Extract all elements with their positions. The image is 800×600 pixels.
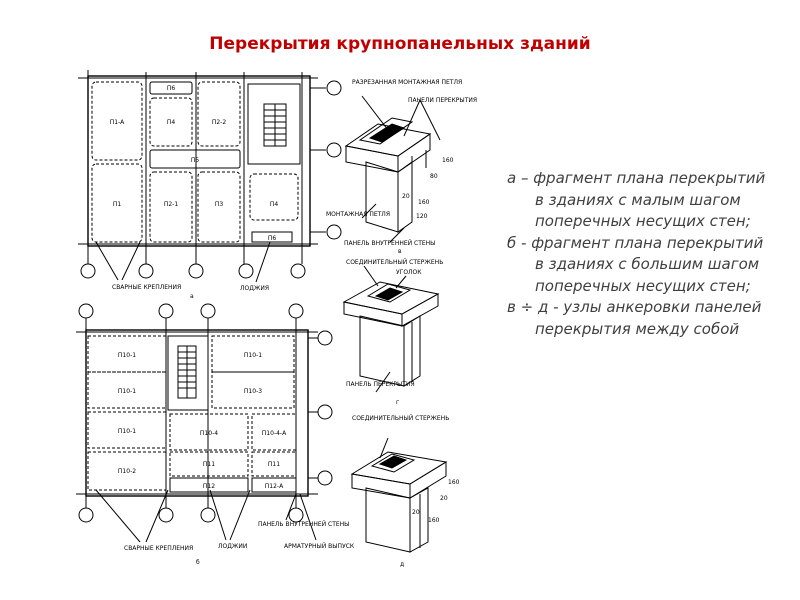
panel-label: П12-А xyxy=(265,483,284,490)
dimension: 160 xyxy=(418,199,430,206)
panel-label: П11 xyxy=(268,461,280,468)
loggia-label: ЛОДЖИЯ xyxy=(240,285,269,292)
floor-panels-label: ПАНЕЛИ ПЕРЕКРЫТИЯ xyxy=(408,97,477,104)
loggia-label: ЛОДЖИИ xyxy=(218,543,247,550)
panel-label: П12 xyxy=(203,483,215,490)
panel-label: П10-1 xyxy=(118,388,136,395)
figure-letter: в xyxy=(398,248,402,255)
rod-label: СОЕДИНИТЕЛЬНЫЙ СТЕРЖЕНЬ xyxy=(346,259,443,266)
dimension: 80 xyxy=(430,173,438,180)
panel-label: П10-4-А xyxy=(262,430,287,437)
plan-b xyxy=(76,303,333,543)
caption-a: а – фрагмент плана перекрытий в зданиях … xyxy=(507,169,766,230)
rebar-label: АРМАТУРНЫЙ ВЫПУСК xyxy=(284,543,355,550)
plan-a xyxy=(78,70,342,283)
welds-label: СВАРНЫЕ КРЕПЛЕНИЯ xyxy=(112,284,181,291)
panel-label: П10-1 xyxy=(244,352,262,359)
panel-label: П2-2 xyxy=(212,119,226,126)
rod-label: СОЕДИНИТЕЛЬНЫЙ СТЕРЖЕНЬ xyxy=(352,415,449,422)
caption-list: а – фрагмент плана перекрытий в зданиях … xyxy=(507,168,767,340)
dimension: 120 xyxy=(416,213,428,220)
dimension: 20 xyxy=(412,509,420,516)
caption-v-d: в ÷ д - узлы анкеровки панелей перекрыти… xyxy=(507,298,762,338)
panel-label: П10-2 xyxy=(118,468,136,475)
panel-label: ПАНЕЛЬ ПЕРЕКРЫТИЯ xyxy=(346,381,415,388)
figure-letter: г xyxy=(396,399,399,406)
cut-loop-label: РАЗРЕЗАННАЯ МОНТАЖНАЯ ПЕТЛЯ xyxy=(352,79,462,86)
panel-label: П5 xyxy=(191,157,200,164)
panel-label: П3 xyxy=(215,201,224,208)
panel-label: П2-1 xyxy=(164,201,178,208)
panel-label: П10-1 xyxy=(118,352,136,359)
figure-letter: б xyxy=(196,559,200,566)
inner-wall-label: ПАНЕЛЬ ВНУТРЕННЕЙ СТЕНЫ xyxy=(344,240,435,247)
dimension: 160 xyxy=(448,479,460,486)
node-g xyxy=(342,265,440,393)
panel-label: П6 xyxy=(268,235,277,242)
figure-letter: а xyxy=(190,293,194,300)
panel-label: П10-4 xyxy=(200,430,218,437)
panel-label: П10-1 xyxy=(118,428,136,435)
panel-label: П11 xyxy=(203,461,215,468)
panel-label: П4 xyxy=(167,119,176,126)
node-d xyxy=(350,437,448,553)
mount-loop-label: МОНТАЖНАЯ ПЕТЛЯ xyxy=(326,211,390,218)
node-v xyxy=(344,95,441,243)
inner-wall-label: ПАНЕЛЬ ВНУТРЕННЕЙ СТЕНЫ xyxy=(258,521,349,528)
caption-b: б - фрагмент плана перекрытий в зданиях … xyxy=(507,233,764,295)
welds-label: СВАРНЫЕ КРЕПЛЕНИЯ xyxy=(124,545,193,552)
dimension: 20 xyxy=(402,193,410,200)
panel-label: П1-А xyxy=(110,119,125,126)
panel-label: П1 xyxy=(113,201,122,208)
panel-label: П4 xyxy=(270,201,279,208)
figure-letter: д xyxy=(400,561,404,568)
panel-label: П6 xyxy=(167,85,176,92)
panel-label: П10-3 xyxy=(244,388,262,395)
page-title: Перекрытия крупнопанельных зданий xyxy=(209,34,591,54)
dimension: 160 xyxy=(442,157,454,164)
dimension: 160 xyxy=(428,517,440,524)
dimension: 20 xyxy=(440,495,448,502)
angle-label: УГОЛОК xyxy=(396,269,422,276)
